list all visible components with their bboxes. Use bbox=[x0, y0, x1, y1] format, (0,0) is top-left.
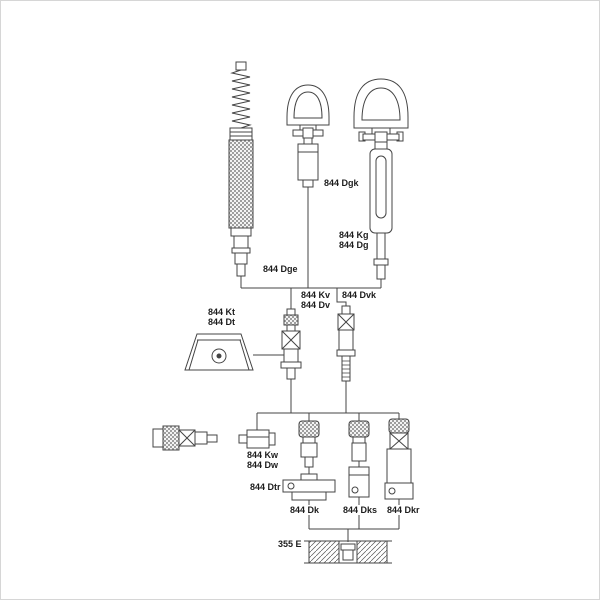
fitting-dks bbox=[348, 420, 370, 498]
label-844-kt: 844 Kt bbox=[207, 307, 237, 317]
label-844-kv: 844 Kv bbox=[300, 290, 332, 300]
label-844-dvk: 844 Dvk bbox=[341, 290, 378, 300]
label-355-e: 355 E bbox=[277, 539, 303, 549]
label-844-dk: 844 Dk bbox=[289, 505, 321, 515]
base-block-355e bbox=[304, 540, 392, 564]
adapter-plate-dtr bbox=[282, 473, 336, 501]
valve-insert-dvk bbox=[336, 305, 356, 382]
large-d-handle-tool bbox=[353, 78, 409, 280]
label-844-dks: 844 Dks bbox=[342, 505, 379, 515]
label-844-dge: 844 Dge bbox=[262, 264, 299, 274]
label-844-dgk: 844 Dgk bbox=[323, 178, 360, 188]
label-844-dw: 844 Dw bbox=[246, 460, 280, 470]
label-844-kg: 844 Kg bbox=[338, 230, 370, 240]
label-844-dtr: 844 Dtr bbox=[249, 482, 282, 492]
fitting-dk bbox=[298, 420, 320, 468]
label-844-dt: 844 Dt bbox=[207, 317, 237, 327]
valve-insert-kv-dv bbox=[280, 308, 302, 380]
label-844-dv: 844 Dv bbox=[300, 300, 332, 310]
fitting-dkr bbox=[384, 418, 414, 500]
label-844-dg: 844 Dg bbox=[338, 240, 370, 250]
spring-plunger-tool bbox=[228, 61, 254, 277]
small-d-handle-tool bbox=[286, 84, 330, 188]
adapter-kw-dw bbox=[238, 429, 276, 449]
bench-block bbox=[184, 333, 254, 371]
label-844-dkr: 844 Dkr bbox=[386, 505, 421, 515]
label-844-kw: 844 Kw bbox=[246, 450, 280, 460]
quick-coupler bbox=[152, 425, 218, 451]
